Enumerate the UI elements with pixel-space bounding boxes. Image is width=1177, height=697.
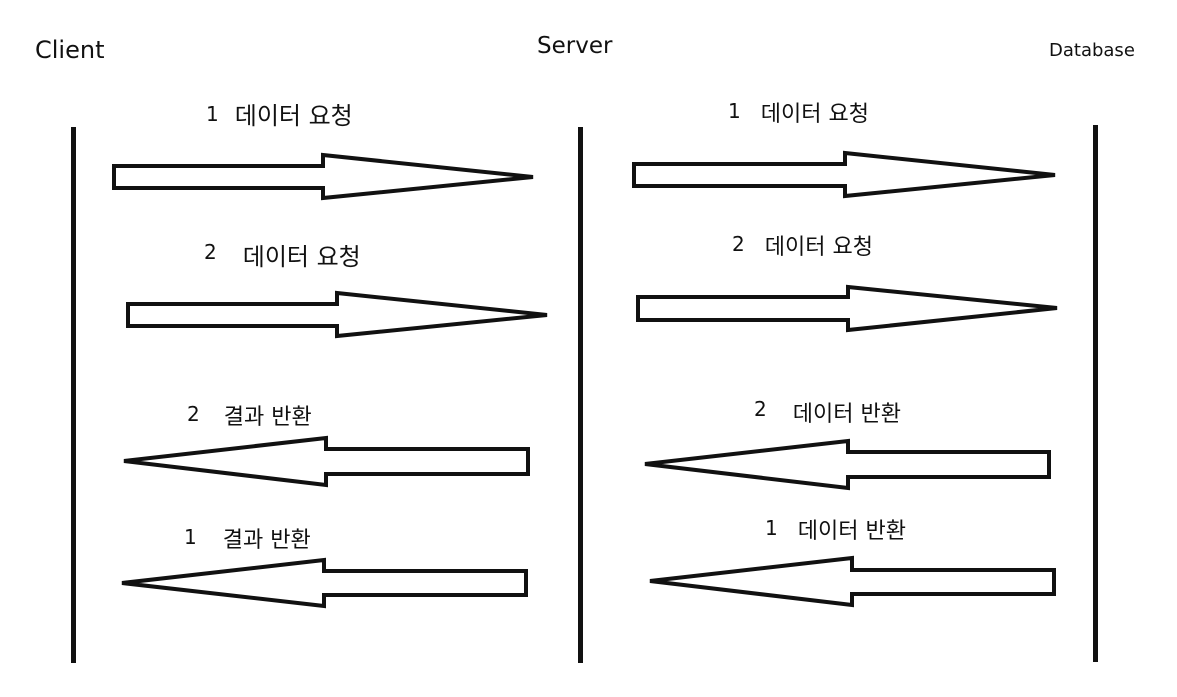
- message-number: 1: [728, 99, 741, 123]
- message-label-client-request-2: 2 데이터 요청: [204, 242, 361, 269]
- message-label-database-request-2: 2 데이터 요청: [732, 234, 873, 259]
- arrow-database-request-2: [636, 284, 1058, 333]
- message-label-database-response-1: 1 데이터 반환: [765, 518, 906, 543]
- lane-title-database: Database: [1049, 40, 1135, 61]
- lifeline-database: [1093, 125, 1098, 662]
- message-number: 1: [206, 102, 219, 126]
- message-number: 2: [754, 397, 767, 421]
- message-number: 2: [204, 240, 217, 264]
- message-text: 데이터 반환: [797, 519, 906, 544]
- message-label-client-response-2: 2 결과 반환: [187, 404, 312, 429]
- arrow-database-request-1: [632, 150, 1056, 199]
- message-number: 1: [184, 525, 197, 549]
- message-text: 데이터 요청: [242, 243, 361, 271]
- arrow-client-request-2: [126, 290, 548, 339]
- lifeline-server: [578, 127, 583, 663]
- arrow-client-request-1: [112, 152, 534, 201]
- message-text: 데이터 반환: [792, 402, 901, 427]
- message-label-client-request-1: 1 데이터 요청: [206, 104, 353, 128]
- message-text: 결과 반환: [222, 528, 311, 553]
- message-text: 결과 반환: [223, 405, 312, 430]
- message-text: 데이터 요청: [234, 102, 353, 130]
- lane-title-client: Client: [35, 36, 105, 64]
- message-label-database-request-1: 1 데이터 요청: [728, 101, 869, 126]
- arrow-client-response-2: [123, 435, 530, 488]
- arrow-client-response-1: [121, 557, 528, 609]
- message-number: 2: [187, 402, 200, 426]
- lane-title-server: Server: [537, 33, 613, 59]
- message-number: 2: [732, 232, 745, 256]
- message-text: 데이터 요청: [764, 235, 873, 260]
- message-number: 1: [765, 516, 778, 540]
- arrow-database-response-1: [649, 555, 1056, 608]
- message-text: 데이터 요청: [760, 102, 869, 127]
- arrow-database-response-2: [644, 438, 1051, 491]
- lifeline-client: [71, 127, 76, 663]
- message-label-database-response-2: 2 데이터 반환: [754, 399, 901, 426]
- message-label-client-response-1: 1 결과 반환: [184, 527, 311, 552]
